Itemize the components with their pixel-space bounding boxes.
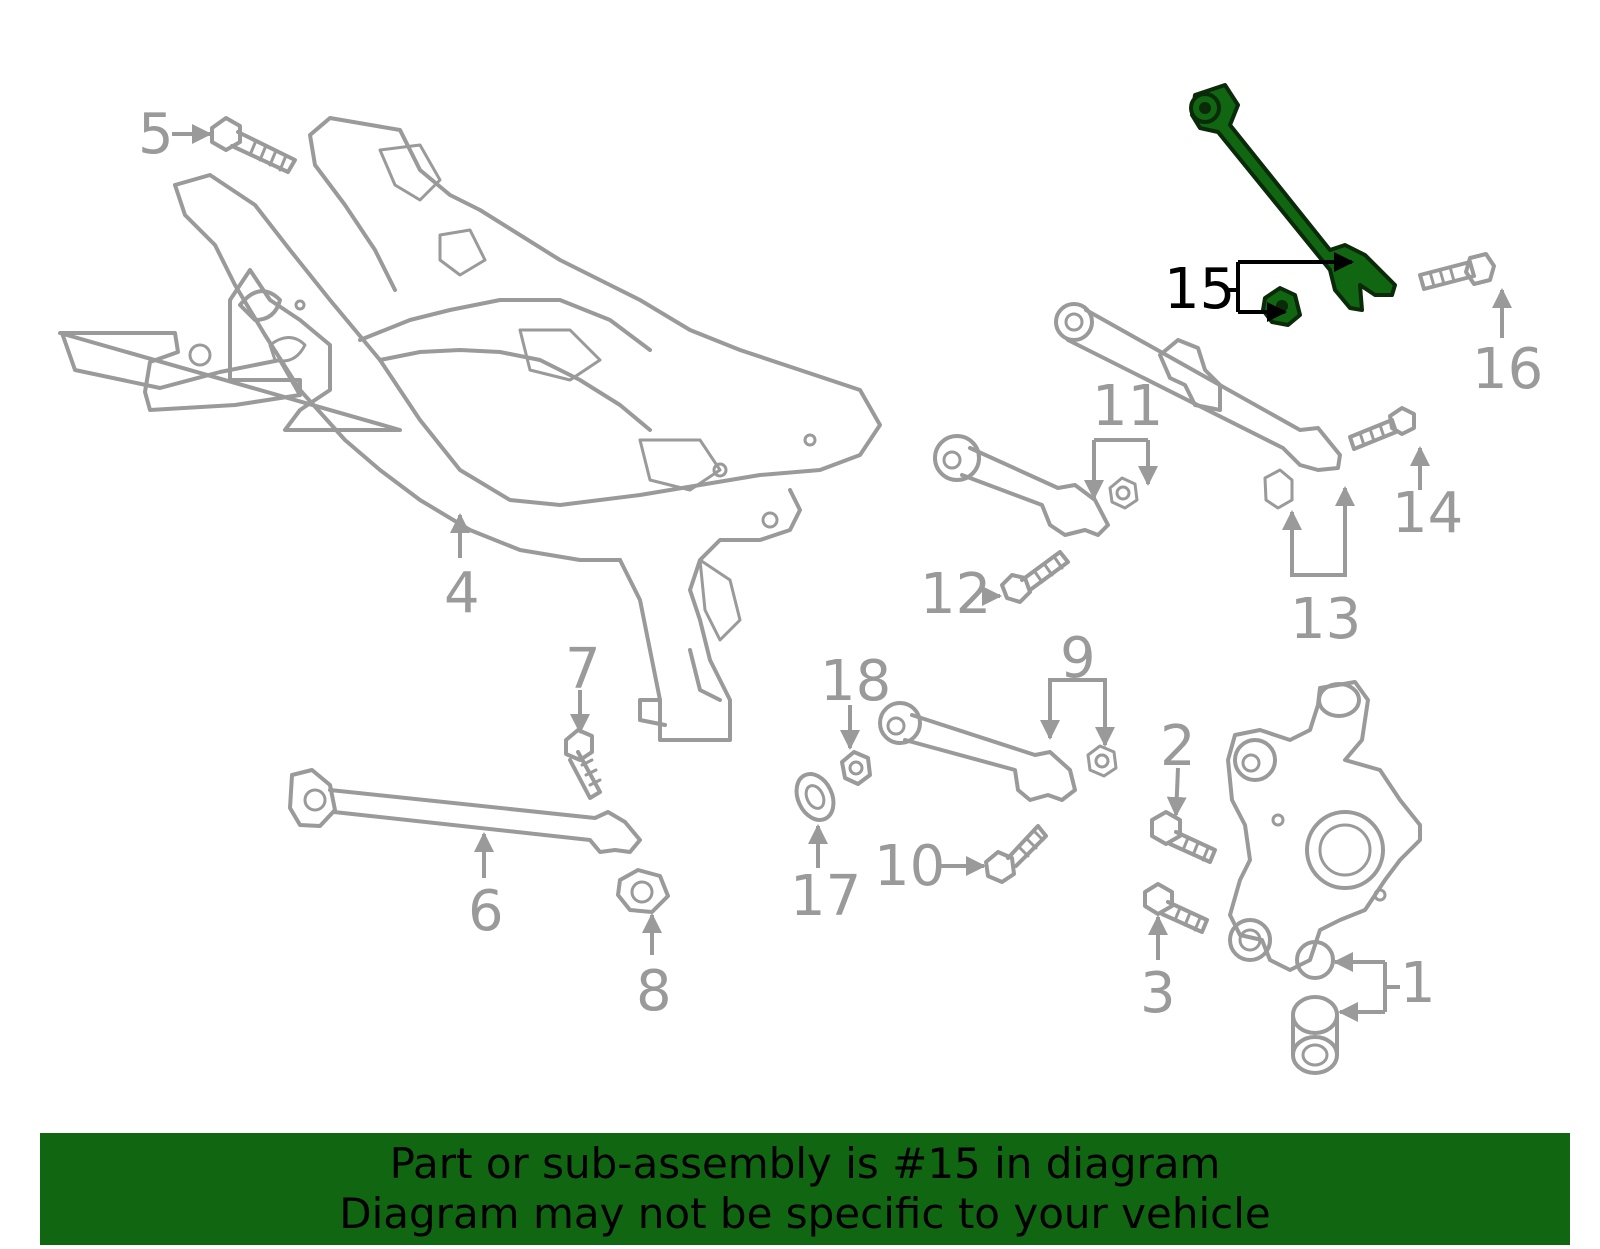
callout-16: 16 [1472, 337, 1543, 402]
subframe-crossmember-part-4[interactable] [58, 116, 882, 742]
banner-line-2: Diagram may not be specific to your vehi… [339, 1189, 1271, 1238]
bolt-part-12[interactable] [1000, 550, 1070, 604]
banner-line-1: Part or sub-assembly is #15 in diagram [389, 1139, 1221, 1188]
bolt-part-7[interactable] [564, 728, 602, 800]
washer-part-17[interactable] [789, 768, 840, 826]
callout-6: 6 [468, 879, 504, 944]
callout-11: 11 [1092, 374, 1163, 439]
nut-part-8[interactable] [616, 868, 670, 914]
nut-part-18[interactable] [840, 750, 872, 786]
callout-1: 1 [1400, 951, 1436, 1016]
callout-labels: 1 2 3 4 5 6 7 8 9 10 11 12 13 14 15 16 1… [138, 102, 1543, 1026]
callout-10: 10 [874, 834, 945, 899]
callout-4: 4 [444, 561, 480, 626]
callout-12: 12 [920, 562, 991, 627]
callout-14: 14 [1392, 481, 1463, 546]
knuckle-part-1[interactable] [1226, 680, 1422, 1075]
leader-lines [172, 124, 1512, 1022]
callout-2: 2 [1160, 714, 1196, 779]
callout-5: 5 [138, 102, 174, 167]
callout-15: 15 [1164, 257, 1235, 322]
link-part-11[interactable] [933, 434, 1139, 537]
link-part-9[interactable] [878, 701, 1118, 802]
bolt-part-2[interactable] [1150, 810, 1217, 864]
callout-13: 13 [1290, 587, 1361, 652]
part-info-banner: Part or sub-assembly is #15 in diagram D… [40, 1133, 1570, 1245]
bolt-part-14[interactable] [1348, 406, 1416, 451]
callout-17: 17 [790, 864, 861, 929]
bolt-part-16[interactable] [1418, 252, 1496, 291]
lateral-arm-part-6[interactable] [288, 768, 642, 854]
bolt-part-3[interactable] [1143, 882, 1209, 934]
bolt-part-5[interactable] [210, 116, 297, 174]
lower-link-part-13[interactable] [1054, 302, 1342, 510]
bolt-part-10[interactable] [984, 824, 1048, 884]
callout-3: 3 [1140, 961, 1176, 1026]
callout-9: 9 [1060, 626, 1096, 691]
callout-7: 7 [565, 637, 601, 702]
callout-8: 8 [636, 959, 672, 1024]
callout-18: 18 [820, 649, 891, 714]
